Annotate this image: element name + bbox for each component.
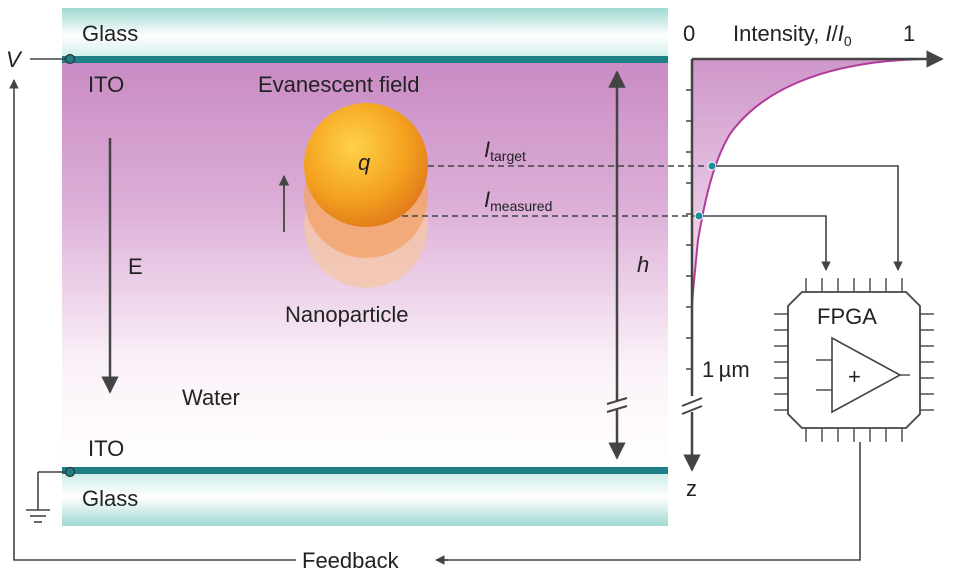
height-label: h — [637, 252, 649, 277]
glass-bottom-label: Glass — [82, 486, 138, 511]
depth-ticks — [686, 89, 692, 370]
feedback-wire — [9, 79, 861, 565]
water-label: Water — [182, 385, 240, 410]
ito-top-layer — [62, 56, 668, 63]
electrode-wiring — [26, 58, 66, 523]
intensity-area — [692, 59, 922, 306]
depth-axis-label: z — [686, 476, 697, 501]
top-terminal — [64, 53, 76, 65]
bottom-terminal — [64, 466, 76, 478]
ito-bottom-label: ITO — [88, 436, 124, 461]
intensity-tick-max: 1 — [903, 21, 915, 46]
charge-label: q — [358, 150, 371, 175]
intensity-axis-title: Intensity, I/I0 — [733, 21, 852, 49]
voltage-label: V — [6, 47, 23, 72]
ito-bottom-layer — [62, 467, 668, 474]
measured-point — [694, 211, 704, 221]
nanoparticle-label: Nanoparticle — [285, 302, 409, 327]
fpga-chip — [774, 278, 934, 442]
amplifier-sign: + — [848, 364, 861, 389]
feedback-label: Feedback — [302, 548, 400, 573]
amplifier-leads — [816, 359, 910, 391]
e-field-label: E — [128, 254, 143, 279]
nanoparticle-ball — [304, 103, 428, 227]
nanoparticle — [304, 103, 428, 288]
depth-axis-break — [681, 397, 703, 415]
glass-bottom-plate — [62, 474, 668, 526]
fpga-label: FPGA — [817, 304, 877, 329]
ito-top-label: ITO — [88, 72, 124, 97]
target-point — [707, 161, 717, 171]
height-axis-break — [606, 397, 628, 413]
intensity-tick-min: 0 — [683, 21, 695, 46]
signal-wires — [703, 165, 903, 271]
evanescent-field-label: Evanescent field — [258, 72, 419, 97]
glass-top-plate — [62, 8, 668, 58]
intensity-curve — [691, 58, 923, 307]
scale-label: 1 µm — [702, 357, 750, 382]
amplifier-icon — [831, 336, 902, 414]
i-target-label: Itarget — [484, 137, 526, 164]
i-measured-label: Imeasured — [484, 187, 552, 214]
glass-top-label: Glass — [82, 21, 138, 46]
fpga-pins — [774, 278, 934, 442]
